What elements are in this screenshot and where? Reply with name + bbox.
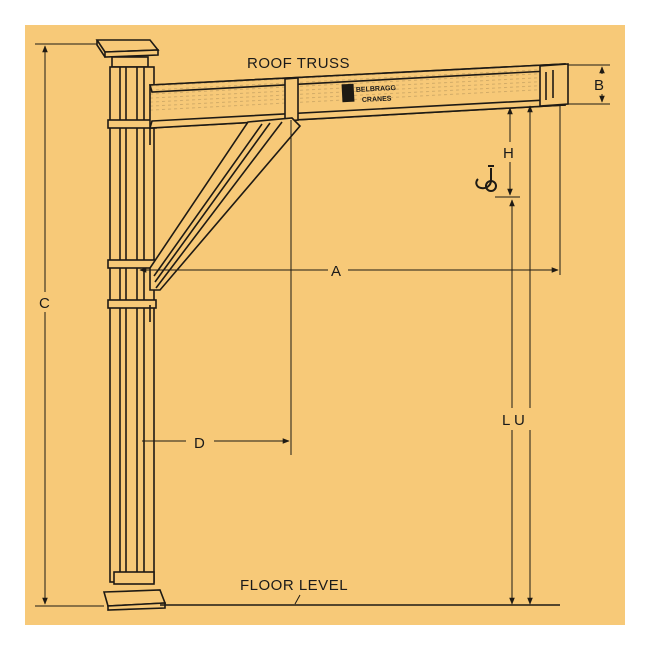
hook (475, 165, 497, 192)
dimension-d-label: D (194, 435, 205, 452)
dimension-lu-label: L U (502, 412, 525, 429)
column (95, 39, 167, 611)
roof-truss-label: ROOF TRUSS (247, 55, 350, 72)
diagonal-brace (149, 117, 302, 291)
dimension-lines (35, 43, 610, 607)
dimension-c-label: C (39, 295, 50, 312)
brand-text: CRANES (362, 95, 392, 104)
dimension-h-label: H (503, 145, 514, 162)
svg-text:BELBRAGG: BELBRAGG (356, 85, 397, 94)
floor-level-label: FLOOR LEVEL (240, 577, 348, 594)
dimension-a-label: A (331, 263, 341, 280)
brand-plate: BELBRAGG CRANES (341, 83, 397, 104)
dimension-b-label: B (594, 77, 604, 94)
